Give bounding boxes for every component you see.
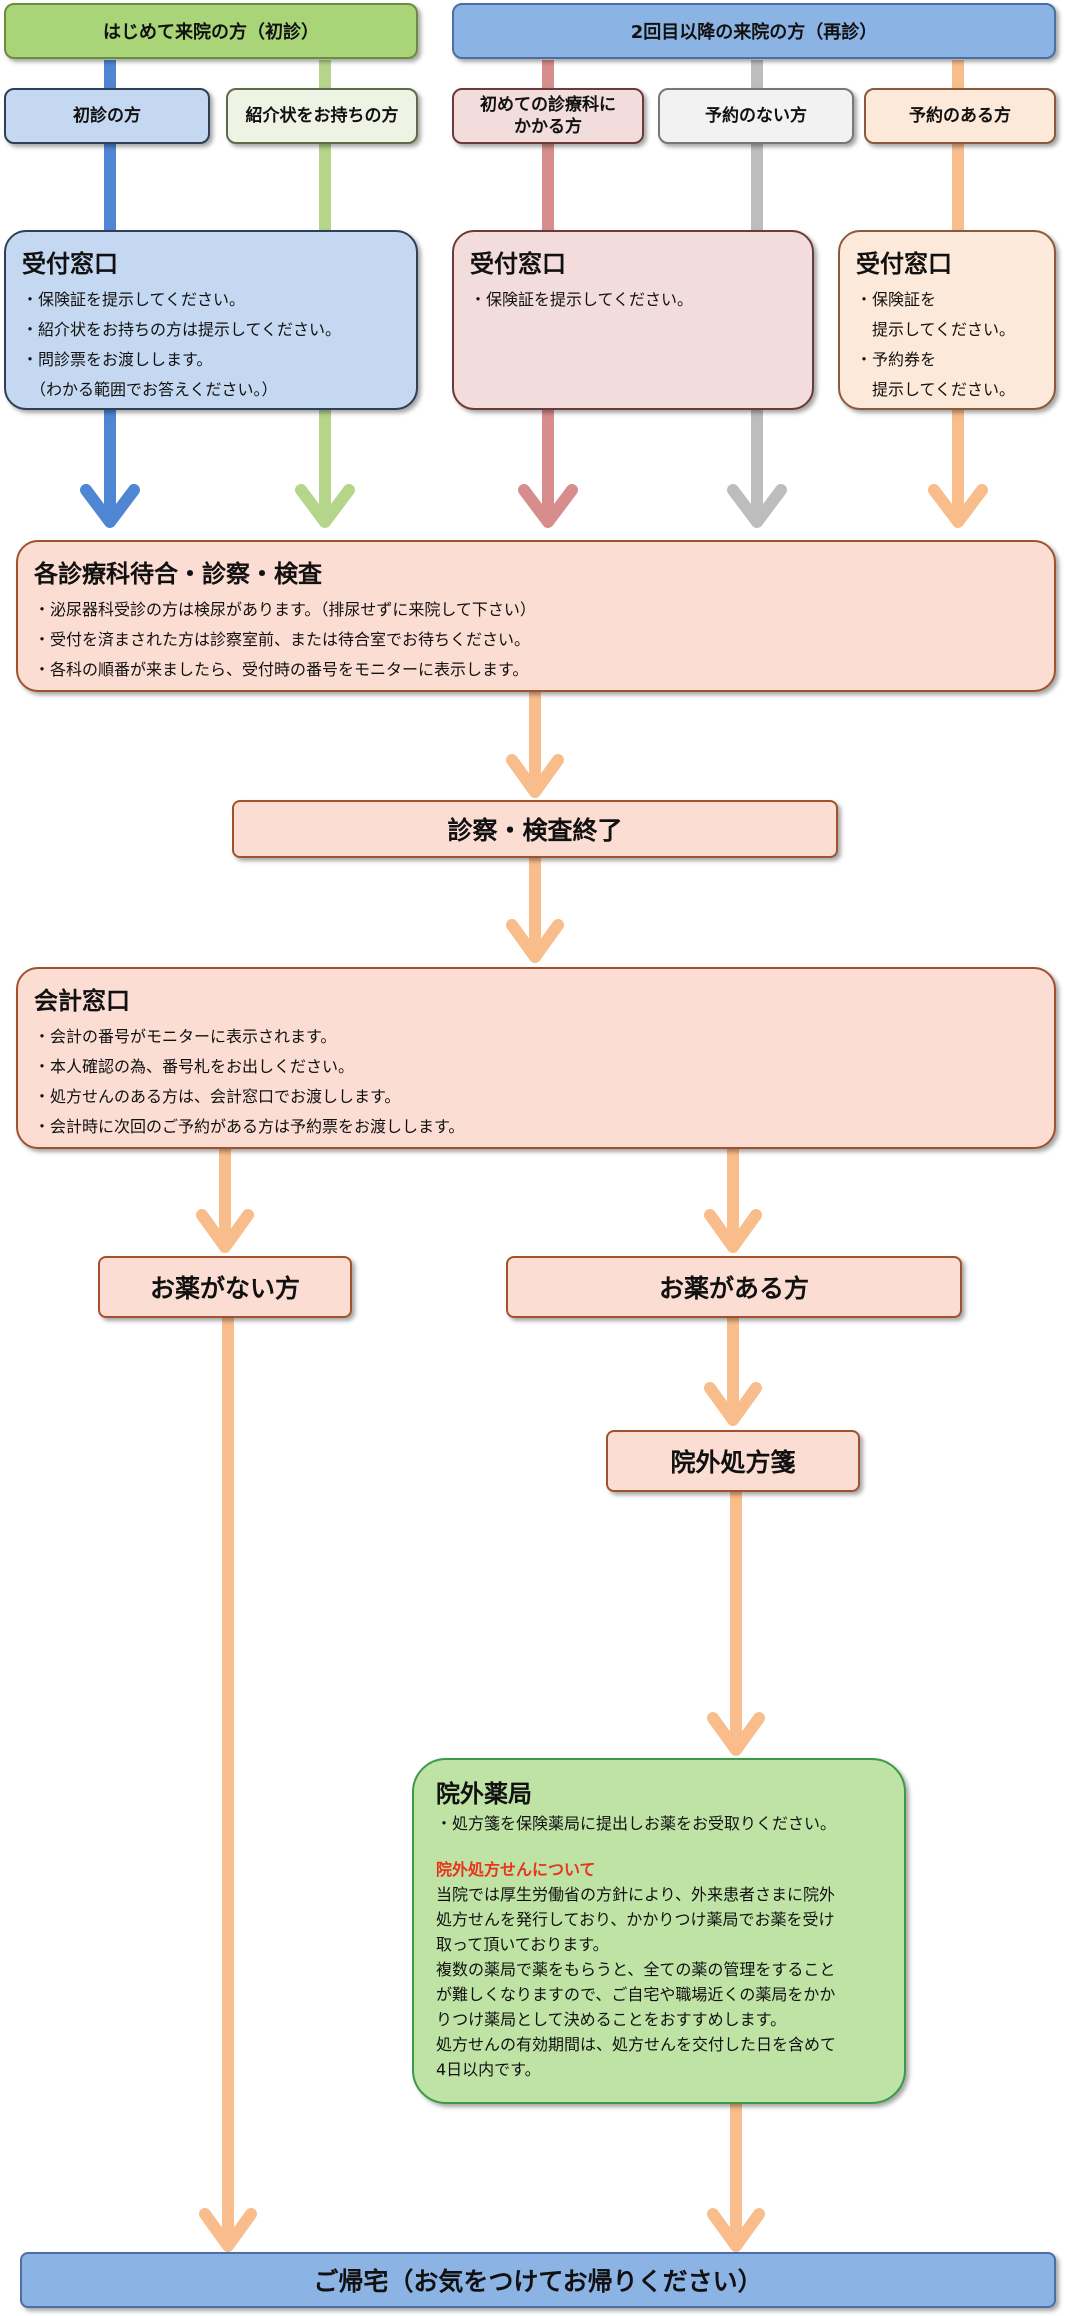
pharmacy-note-line-2: 処方せんを発行しており、かかりつけ薬局でお薬を受け [436, 1910, 835, 1929]
header-first-visit: はじめて来院の方（初診） [4, 3, 418, 59]
pharmacy-note-line-4: 複数の薬局で薬をもらうと、全ての薬の管理をすること [436, 1960, 836, 1979]
cashier-box: 会計窓口 ・会計の番号がモニターに表示されます。 ・本人確認の為、番号札をお出し… [16, 967, 1056, 1149]
arrowhead-to-with-medicine [704, 1209, 762, 1253]
pharmacy-note-line-1: 当院では厚生労働省の方針により、外来患者さまに院外 [436, 1885, 836, 1904]
waiting-exam-box: 各診療科待合・診察・検査 ・泌尿器科受診の方は検尿があります。（排尿せずに来院し… [16, 540, 1056, 692]
pharmacy-note-title: 院外処方せんについて [436, 1860, 596, 1879]
reception-first-visit: 受付窓口 ・保険証を提示してください。 ・紹介状をお持ちの方は提示してください。… [4, 230, 418, 410]
pharmacy-line: ・処方箋を保険薬局に提出しお薬をお受取りください。 [436, 1814, 837, 1833]
waiting-exam-line-1: ・泌尿器科受診の方は検尿があります。（排尿せずに来院して下さい） [34, 600, 536, 619]
category-first-visit: 初診の方 [4, 88, 210, 144]
waiting-exam-title: 各診療科待合・診察・検査 [34, 560, 322, 588]
reception-appointment-line-3: ・予約券を [856, 350, 937, 369]
reception-appointment-line-4: 提示してください。 [856, 380, 1016, 399]
category-no-appointment-label: 予約のない方 [705, 105, 807, 126]
go-home-box: ご帰宅（お気をつけてお帰りください） [20, 2252, 1056, 2308]
pharmacy-box: 院外薬局 ・処方箋を保険薬局に提出しお薬をお受取りください。 院外処方せんについ… [412, 1758, 906, 2104]
arrowhead-rose [518, 484, 578, 528]
arrowhead-to-exam-end [506, 754, 564, 798]
pharmacy-note-line-3: 取って頂いております。 [436, 1935, 609, 1954]
reception-first-visit-line-1: ・保険証を提示してください。 [22, 290, 246, 309]
waiting-exam-line-3: ・各科の順番が来ましたら、受付時の番号をモニターに表示します。 [34, 660, 529, 679]
cashier-line-1: ・会計の番号がモニターに表示されます。 [34, 1027, 337, 1046]
arrowhead-peach [928, 484, 988, 528]
reception-appointment-title: 受付窓口 [856, 250, 952, 278]
no-medicine-label: お薬がない方 [149, 1274, 300, 1303]
reception-appointment: 受付窓口 ・保険証を 提示してください。 ・予約券を 提示してください。 [838, 230, 1056, 410]
category-new-department-label: 初めての診療科に かかる方 [480, 94, 616, 137]
category-referral-label: 紹介状をお持ちの方 [245, 105, 399, 126]
arrowhead-pharmacy-home [707, 2208, 765, 2252]
arrowhead-green [295, 484, 355, 528]
pharmacy-note-line-5: が難しくなりますので、ご自宅や職場近くの薬局をかか [436, 1985, 836, 2004]
reception-appointment-line-1: ・保険証を [856, 290, 937, 309]
cashier-title: 会計窓口 [34, 987, 130, 1015]
arrowhead-to-pharmacy [707, 1712, 765, 1756]
go-home-label: ご帰宅（お気をつけてお帰りください） [313, 2267, 763, 2296]
waiting-exam-line-2: ・受付を済まされた方は診察室前、または待合室でお待ちください。 [34, 630, 531, 649]
reception-new-department: 受付窓口 ・保険証を提示してください。 [452, 230, 814, 410]
exam-end-label: 診察・検査終了 [447, 816, 623, 845]
reception-first-visit-line-2: ・紹介状をお持ちの方は提示してください。 [22, 320, 342, 339]
pharmacy-title: 院外薬局 [436, 1780, 532, 1808]
no-medicine-box: お薬がない方 [98, 1256, 352, 1318]
with-medicine-label: お薬がある方 [658, 1274, 809, 1303]
cashier-line-4: ・会計時に次回のご予約がある方は予約票をお渡しします。 [34, 1117, 465, 1136]
category-first-visit-label: 初診の方 [73, 105, 141, 126]
exam-end-box: 診察・検査終了 [232, 800, 838, 858]
arrowhead-blue [80, 484, 140, 528]
category-referral: 紹介状をお持ちの方 [226, 88, 418, 144]
pharmacy-note-line-8: 4日以内です。 [436, 2060, 541, 2079]
prescription-label: 院外処方箋 [670, 1448, 796, 1477]
reception-first-visit-line-3: ・問診票をお渡しします。 [22, 350, 213, 369]
pharmacy-note-line-7: 処方せんの有効期間は、処方せんを交付した日を含めて [436, 2035, 837, 2054]
arrowhead-to-prescription [704, 1382, 762, 1426]
arrowhead-gray [727, 484, 787, 528]
arrowhead-to-no-medicine [196, 1209, 254, 1253]
category-new-department: 初めての診療科に かかる方 [452, 88, 644, 144]
reception-new-department-title: 受付窓口 [470, 250, 566, 278]
category-appointment-label: 予約のある方 [909, 105, 1011, 126]
header-first-visit-label: はじめて来院の方（初診） [103, 22, 319, 43]
prescription-box: 院外処方箋 [606, 1430, 860, 1492]
cashier-line-3: ・処方せんのある方は、会計窓口でお渡しします。 [34, 1087, 401, 1106]
reception-appointment-line-2: 提示してください。 [856, 320, 1016, 339]
with-medicine-box: お薬がある方 [506, 1256, 962, 1318]
header-return-visit: 2回目以降の来院の方（再診） [452, 3, 1056, 59]
reception-new-department-line-1: ・保険証を提示してください。 [470, 290, 694, 309]
header-return-visit-label: 2回目以降の来院の方（再診） [630, 22, 878, 43]
reception-first-visit-title: 受付窓口 [22, 250, 118, 278]
reception-first-visit-line-4: （わかる範囲でお答えください。） [22, 380, 278, 399]
pharmacy-note-line-6: りつけ薬局として決めることをおすすめします。 [436, 2010, 787, 2029]
category-appointment: 予約のある方 [864, 88, 1056, 144]
category-no-appointment: 予約のない方 [658, 88, 854, 144]
arrowhead-no-medicine-home [199, 2208, 257, 2252]
arrowhead-to-cashier [506, 919, 564, 963]
cashier-line-2: ・本人確認の為、番号札をお出しください。 [34, 1057, 355, 1076]
